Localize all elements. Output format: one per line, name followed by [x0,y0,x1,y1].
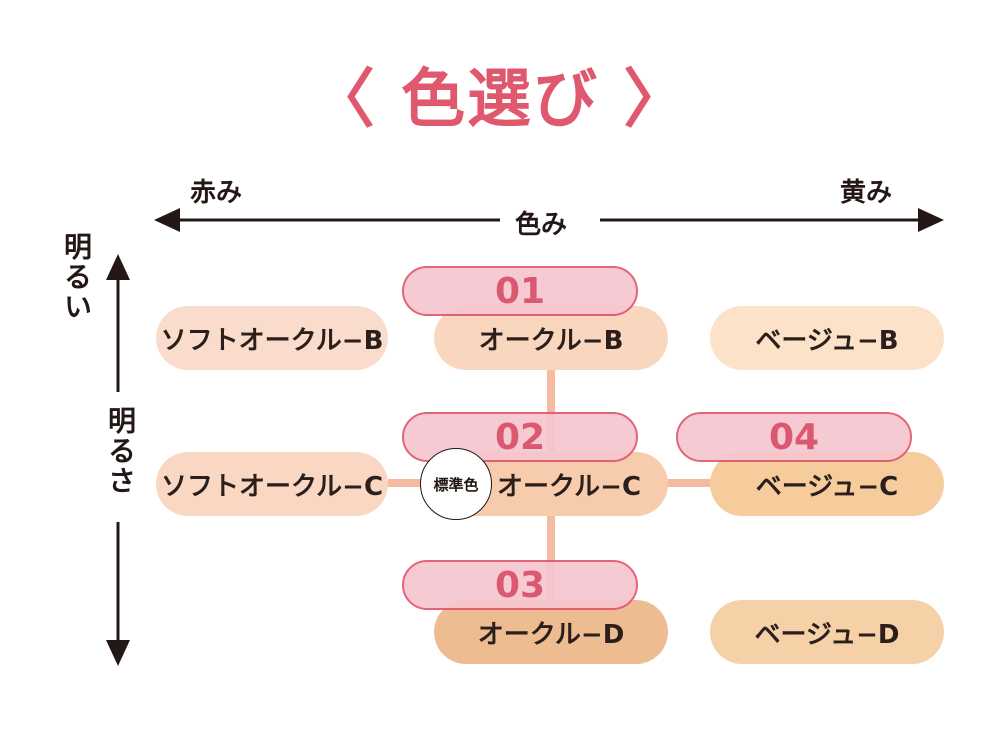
hue-yellow-label: 黄み [840,178,893,208]
hue-axis-arrow [154,208,944,232]
shade-soft-ochre-c: ソフトオークル−C [156,452,388,516]
brightness-axis-bottom-arrowhead [106,640,130,666]
standard-color-badge: 標準色 [420,448,492,520]
tag-04: 04 [676,412,912,462]
hue-axis-label: 色み [515,210,568,240]
shade-ochre-d: オークル−D [434,600,668,664]
brightness-axis-arrow [106,254,130,666]
brightness-axis-label: 明るさ [104,406,137,496]
shade-ochre-b: オークル−B [434,306,668,370]
tag-01: 01 [402,266,638,316]
shade-soft-ochre-b: ソフトオークル−B [156,306,388,370]
shade-beige-b: ベージュ−B [710,306,944,370]
tag-03: 03 [402,560,638,610]
shade-beige-d: ベージュ−D [710,600,944,664]
page-title: 〈 色選び 〉 [310,63,690,137]
brightness-axis-top-arrowhead [106,254,130,280]
shade-beige-c: ベージュ−C [710,452,944,516]
hue-axis-left-arrowhead [154,208,180,232]
hue-red-label: 赤み [190,178,243,208]
hue-axis-right-arrowhead [918,208,944,232]
brightness-high-label: 明るい [60,232,93,322]
